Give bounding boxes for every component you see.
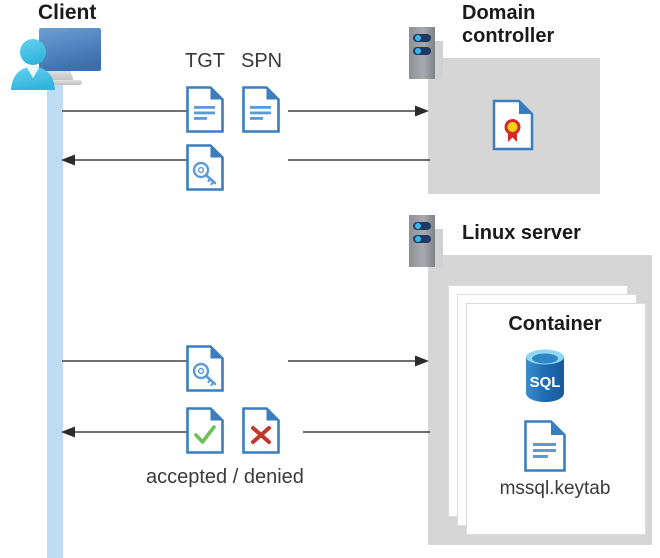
container-title: Container — [508, 313, 602, 335]
flow-arrow-dc-to-client — [60, 153, 430, 167]
document-key-icon-dc-response — [186, 144, 224, 191]
container-card-front — [466, 303, 646, 535]
flow-arrow-client-to-linux — [60, 354, 430, 368]
client-lifeline — [47, 60, 63, 558]
flow-arrow-linux-to-client — [60, 425, 430, 439]
domain-controller-title-line1: Domain — [462, 2, 536, 24]
certificate-document-icon — [492, 99, 534, 151]
keytab-filename-label: mssql.keytab — [499, 478, 611, 499]
user-monitor-icon — [8, 24, 108, 96]
linux-server-title: Linux server — [462, 222, 581, 244]
document-check-icon — [186, 407, 224, 454]
keytab-document-icon — [524, 420, 566, 472]
spn-label: SPN — [241, 50, 283, 72]
accepted-denied-label: accepted / denied — [146, 466, 304, 488]
sql-icon-label: SQL — [530, 374, 561, 391]
sql-database-icon: SQL — [523, 348, 567, 404]
server-rack-icon-dc — [409, 27, 443, 79]
domain-controller-title-line2: controller — [462, 25, 555, 47]
domain-controller-title: Domain controller — [462, 2, 554, 48]
page-title-client: Client — [38, 1, 97, 24]
document-lines-icon-spn — [242, 86, 280, 133]
flow-arrow-client-to-dc — [60, 104, 430, 118]
document-lines-icon-tgt — [186, 86, 224, 133]
document-cross-icon — [242, 407, 280, 454]
server-rack-icon-linux — [409, 215, 443, 267]
tgt-label: TGT — [185, 50, 225, 72]
document-key-icon-linux-request — [186, 345, 224, 392]
